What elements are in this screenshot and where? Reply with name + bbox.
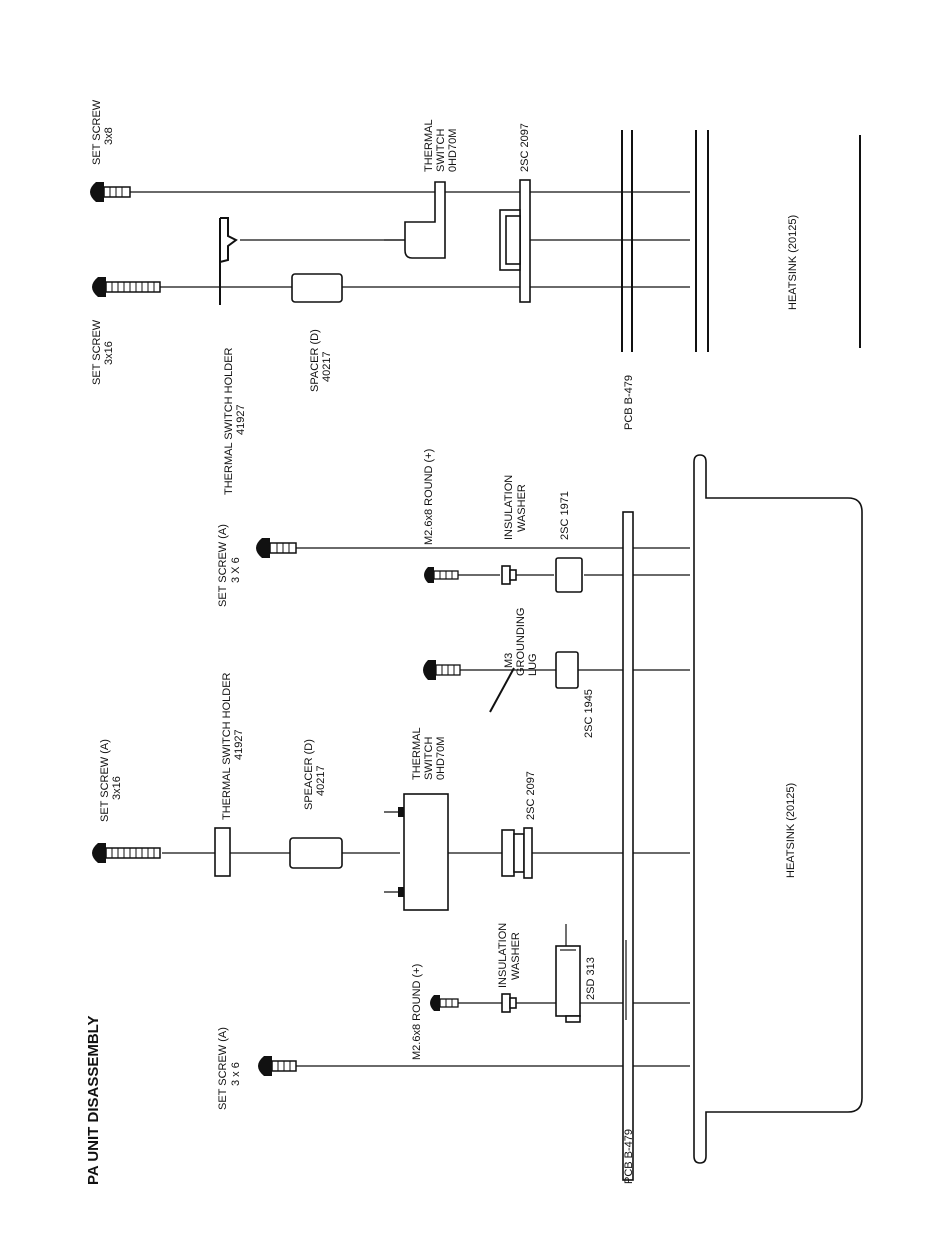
label-set-screw-3x8: SET SCREW 3x8 <box>91 97 115 165</box>
label-thermal-switch-holder-bottom: THERMAL SWITCH HOLDER 41927 <box>221 669 245 820</box>
transistor-2sc1971 <box>555 557 583 593</box>
set-screw-3x16-icon <box>92 277 161 297</box>
m26-round-screw-top-icon <box>424 567 459 583</box>
set-screw-3x8-icon <box>90 182 131 202</box>
set-screw-a-3x16-icon <box>92 843 161 863</box>
label-m26-round-top: M2.6x8 ROUND (+) <box>423 449 435 545</box>
thermal-switch-holder-bottom <box>214 827 231 877</box>
label-set-screw-a-3x16: SET SCREW (A) 3x16 <box>99 736 123 822</box>
insulation-washer-bottom <box>501 993 517 1013</box>
grounding-screw-icon <box>423 660 461 680</box>
spacer-top <box>291 273 343 303</box>
label-heatsink-top: HEATSINK (20125) <box>787 215 799 310</box>
bottom-assembly: SET SCREW (A) 3 X 6 M2.6x8 ROUND (+) INS… <box>92 449 863 1184</box>
label-grounding-lug: M3 GROUNDING LUG <box>503 604 539 676</box>
label-m26-round-bottom: M2.6x8 ROUND (+) <box>411 964 423 1060</box>
label-thermal-switch-top: THERMAL SWITCH 0HD70M <box>423 117 459 172</box>
page-title: PA UNIT DISASSEMBLY <box>85 1016 102 1185</box>
label-set-screw-a-top: SET SCREW (A) 3 X 6 <box>217 521 242 607</box>
label-thermal-switch-holder-top: THERMAL SWITCH HOLDER 41927 <box>223 344 247 495</box>
label-insulation-washer-bottom: INSULATION WASHER <box>497 920 522 988</box>
transistor-2sc1945 <box>555 651 579 689</box>
m26-round-screw-bottom-icon <box>430 995 459 1011</box>
transistor-2sc2097-bottom <box>501 827 533 879</box>
label-2sd313: 2SD 313 <box>585 957 597 1000</box>
label-2sc1945: 2SC 1945 <box>583 689 595 738</box>
label-spacer-bottom: SPEACER (D) 40217 <box>303 736 327 810</box>
pcb-top <box>621 130 633 352</box>
pcb-bottom <box>622 511 634 1181</box>
label-2sc2097-top: 2SC 2097 <box>519 123 531 172</box>
label-pcb-bottom: PCB B-479 <box>623 1129 635 1184</box>
label-set-screw-3x16: SET SCREW 3x16 <box>91 317 115 385</box>
transistor-2sc2097-top <box>499 179 531 303</box>
label-thermal-switch-bottom: THERMAL SWITCH 0HD70M <box>411 725 447 780</box>
set-screw-a-3x6-bottom-icon <box>258 1056 297 1076</box>
label-pcb-top: PCB B-479 <box>623 375 635 430</box>
heatsink-bottom <box>693 454 863 1164</box>
label-heatsink-bottom: HEATSINK (20125) <box>785 783 797 878</box>
set-screw-a-3x6-top-icon <box>256 538 297 558</box>
label-spacer-top: SPACER (D) 40217 <box>309 326 333 392</box>
thermal-switch-top <box>404 181 446 259</box>
thermal-switch-holder-top <box>219 217 238 305</box>
insulation-washer-top <box>501 565 517 585</box>
spacer-bottom <box>289 837 343 869</box>
top-assembly: SET SCREW 3x8 SET SCREW 3x16 THERMAL SWI… <box>90 97 861 495</box>
label-set-screw-a-bottom: SET SCREW (A) 3 x 6 <box>217 1024 242 1110</box>
heatsink-top <box>695 130 861 352</box>
label-2sc1971: 2SC 1971 <box>559 491 571 540</box>
label-insulation-washer-top: INSULATION WASHER <box>503 472 528 540</box>
grounding-lug <box>489 667 515 713</box>
transistor-2sd313 <box>555 924 581 1023</box>
label-2sc2097-bottom: 2SC 2097 <box>525 771 537 820</box>
thermal-switch-bottom <box>384 793 449 911</box>
